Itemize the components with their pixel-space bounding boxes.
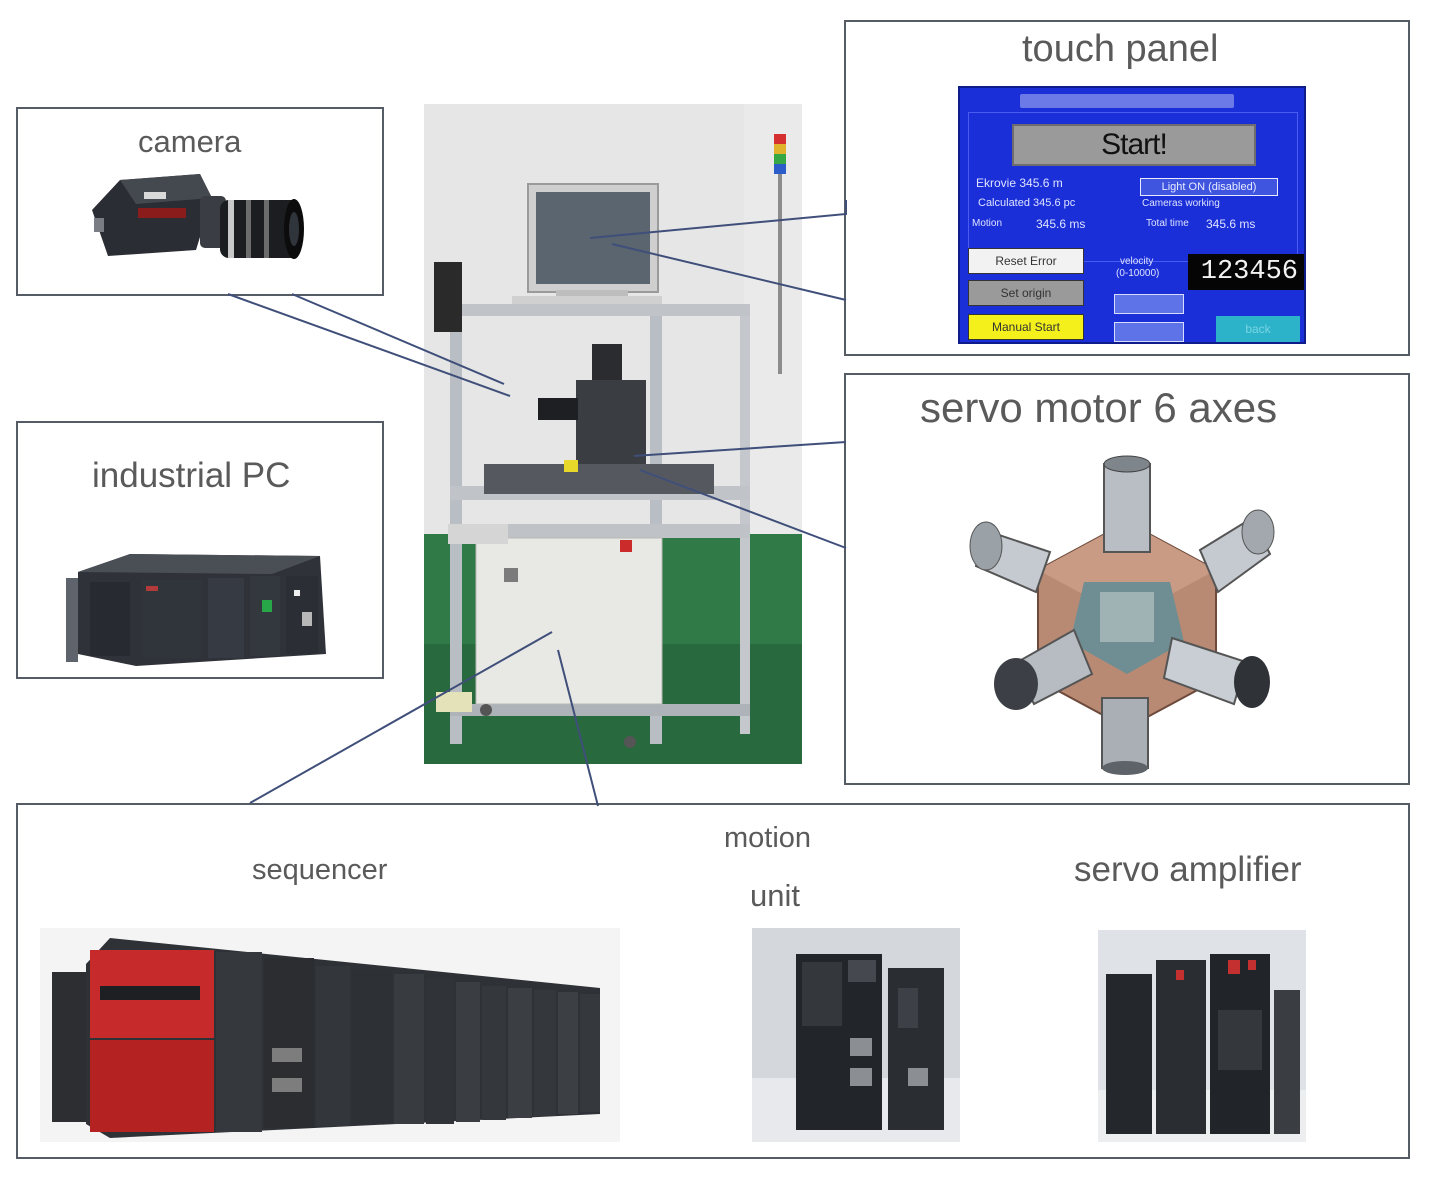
total-time-value: 345.6 ms bbox=[1206, 217, 1256, 231]
servo-motor-label: servo motor 6 axes bbox=[920, 384, 1278, 431]
camera-label: camera bbox=[138, 124, 242, 159]
back-button[interactable]: back bbox=[1216, 316, 1300, 342]
readout-3-value: 345.6 ms bbox=[1036, 217, 1086, 231]
servo-amplifier-label: servo amplifier bbox=[1074, 850, 1302, 889]
readout-3: Motion bbox=[972, 218, 1003, 229]
camera-image bbox=[80, 158, 320, 290]
jog-minus-button[interactable] bbox=[1114, 322, 1184, 342]
industrial-pc-label: industrial PC bbox=[92, 456, 291, 495]
motion-unit-image bbox=[752, 928, 960, 1142]
servo-amplifier-image bbox=[1098, 930, 1306, 1142]
manual-start-button[interactable]: Manual Start bbox=[968, 314, 1084, 340]
sequencer-image bbox=[40, 928, 620, 1142]
motion-unit-label-line2: unit bbox=[750, 878, 800, 913]
readout-1: Ekrovie 345.6 m bbox=[976, 176, 1063, 190]
set-origin-button[interactable]: Set origin bbox=[968, 280, 1084, 306]
start-button[interactable]: Start! bbox=[1012, 124, 1256, 166]
motion-unit-label-line1: motion bbox=[724, 822, 812, 854]
jog-plus-button[interactable] bbox=[1114, 294, 1184, 314]
touch-panel-frame bbox=[968, 112, 1298, 262]
counter-display: 123456 bbox=[1188, 254, 1304, 290]
machine-photo bbox=[424, 104, 802, 764]
touch-panel-screen: Start! Ekrovie 345.6 m Calculated 345.6 … bbox=[958, 86, 1306, 344]
light-on-button[interactable]: Light ON (disabled) bbox=[1140, 178, 1278, 196]
touch-panel-label: touch panel bbox=[1022, 28, 1219, 70]
readout-2: Calculated 345.6 pc bbox=[978, 197, 1076, 209]
total-time-label: Total time bbox=[1146, 218, 1189, 229]
servo-motor-image bbox=[954, 442, 1300, 782]
reset-error-button[interactable]: Reset Error bbox=[968, 248, 1084, 274]
industrial-pc-image bbox=[50, 542, 348, 670]
touch-panel-title-bar bbox=[1020, 94, 1234, 108]
velocity-label: velocity bbox=[1120, 256, 1154, 267]
cameras-status: Cameras working bbox=[1142, 198, 1220, 209]
sequencer-label: sequencer bbox=[252, 854, 388, 886]
velocity-range: (0-10000) bbox=[1116, 268, 1160, 279]
